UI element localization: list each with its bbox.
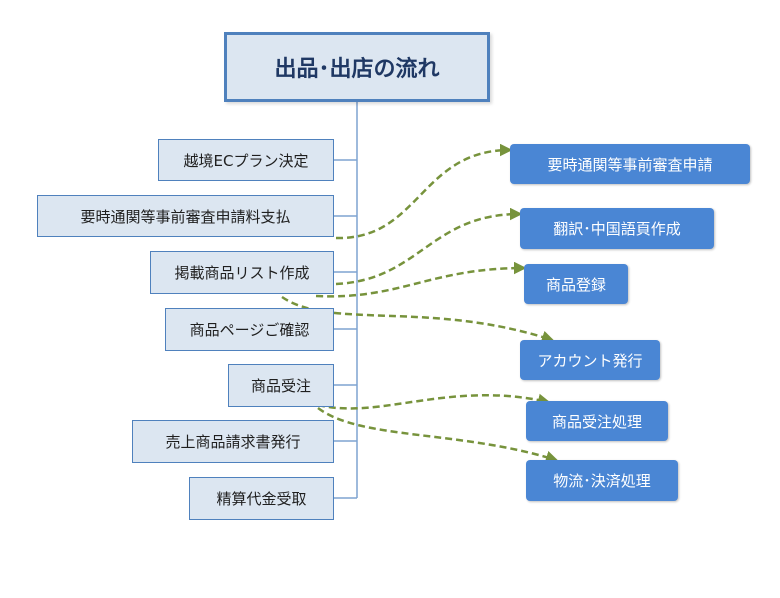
action-order-processing: 商品受注処理 xyxy=(526,401,668,441)
arrow-to-order-processing xyxy=(317,393,551,410)
step-settlement: 精算代金受取 xyxy=(189,477,334,520)
diagram-title: 出品･出店の流れ xyxy=(224,32,490,102)
arrow-to-account-issue xyxy=(281,295,555,343)
step-connectors xyxy=(334,159,357,499)
action-account-issue: アカウント発行 xyxy=(520,340,660,380)
action-logistics-payment: 物流･決済処理 xyxy=(526,460,678,501)
arrow-to-translation xyxy=(335,207,523,286)
step-ec-plan: 越境ECプラン決定 xyxy=(158,139,334,181)
action-product-registration: 商品登録 xyxy=(524,264,628,304)
step-invoice: 売上商品請求書発行 xyxy=(132,420,334,463)
step-page-confirm: 商品ページご確認 xyxy=(165,308,334,351)
step-order-received: 商品受注 xyxy=(228,364,334,407)
step-product-list: 掲載商品リスト作成 xyxy=(150,251,334,294)
arrow-to-prereview xyxy=(335,143,513,240)
step-fee-payment: 要時通関等事前審査申請料支払 xyxy=(37,195,334,237)
action-prereview: 要時通関等事前審査申請 xyxy=(510,144,750,184)
arrow-to-product-registration xyxy=(315,261,527,298)
action-translation: 翻訳･中国語頁作成 xyxy=(520,208,714,249)
arrow-to-logistics xyxy=(317,407,559,463)
